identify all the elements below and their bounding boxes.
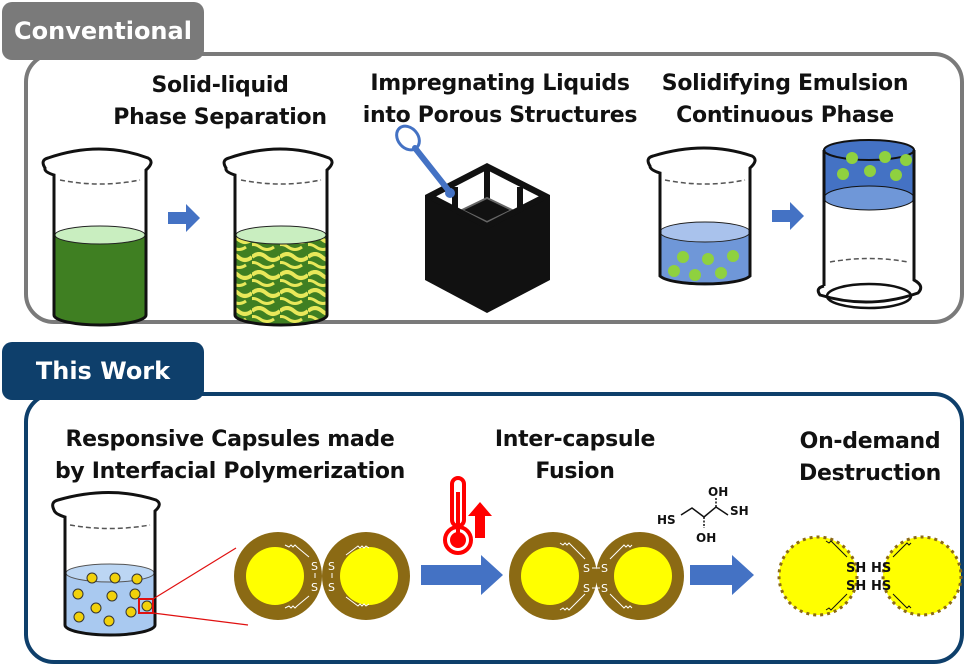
beaker-outline xyxy=(41,147,153,327)
capsule-pair-fused: S S S S xyxy=(509,532,684,620)
beaker-capsules xyxy=(51,491,249,637)
capsule-particles xyxy=(72,572,153,627)
beaker-phase-separated xyxy=(222,147,334,327)
capsule-pair-destroyed: SH SH HS HS xyxy=(777,535,963,617)
capsule-suspension xyxy=(66,573,154,634)
step-title-phase-separation: Solid-liquid Phase Separation xyxy=(113,73,327,130)
step-title-inter-capsule-fusion: Inter-capsule Fusion xyxy=(494,427,656,484)
capsule-core xyxy=(246,547,304,605)
capsule-core xyxy=(614,547,672,605)
thermometer-icon xyxy=(443,476,473,555)
step-title-solidifying-emulsion: Solidifying Emulsion Continuous Phase xyxy=(661,71,909,128)
thiol-label: SH xyxy=(730,504,749,518)
disulfide-s-label: S xyxy=(583,582,590,595)
step-title-impregnating: Impregnating Liquids into Porous Structu… xyxy=(362,71,638,128)
arrow-right-icon xyxy=(690,555,754,595)
arrow-right-icon xyxy=(421,555,503,595)
solidified-droplets xyxy=(837,151,912,181)
dithiothreitol-structure: OH OH HS SH xyxy=(657,485,749,545)
temperature-up-arrow-icon xyxy=(468,502,492,538)
phase-separated-liquid xyxy=(236,235,326,324)
thiol-label: HS xyxy=(871,561,891,576)
emulsion-droplets xyxy=(668,250,739,281)
hydroxyl-label: OH xyxy=(696,531,716,545)
disulfide-s-label: S xyxy=(328,560,335,573)
beaker-outline xyxy=(222,147,334,327)
dropper-icon xyxy=(395,124,455,198)
thiol-label: SH xyxy=(846,561,866,576)
capsule-core-released xyxy=(777,535,859,617)
disulfide-s-label: S xyxy=(601,582,608,595)
arrow-right-icon xyxy=(772,202,804,230)
capsule-pair-separate: S S S S xyxy=(234,532,410,620)
this-work-panel xyxy=(24,392,964,664)
disulfide-s-label: S xyxy=(328,581,335,594)
conventional-tab: Conventional xyxy=(2,2,204,60)
beaker-emulsion xyxy=(646,146,757,286)
zoom-selection-box xyxy=(138,598,154,614)
disulfide-s-label: S xyxy=(311,581,318,594)
beaker-green-liquid xyxy=(41,147,153,327)
arrow-right-icon xyxy=(168,204,200,232)
thiol-label: HS xyxy=(871,579,891,594)
thiol-label: SH xyxy=(846,579,866,594)
green-liquid xyxy=(55,235,145,324)
capsule-core xyxy=(340,547,398,605)
beaker-outline xyxy=(51,491,161,637)
thiol-label: HS xyxy=(657,513,676,527)
step-title-on-demand-destruction: On-demand Destruction xyxy=(799,429,941,486)
disulfide-s-label: S xyxy=(311,560,318,573)
capsule-core-released xyxy=(881,535,963,617)
hydroxyl-label: OH xyxy=(708,485,728,499)
capsule-core xyxy=(521,547,579,605)
inverted-beaker-solidified xyxy=(816,139,923,310)
this-work-tab: This Work xyxy=(2,342,204,400)
beaker-outline xyxy=(646,146,757,286)
step-title-responsive-capsules: Responsive Capsules made by Interfacial … xyxy=(54,427,406,484)
porous-structure-icon xyxy=(425,163,550,313)
disulfide-s-label: S xyxy=(583,562,590,575)
disulfide-s-label: S xyxy=(601,562,608,575)
